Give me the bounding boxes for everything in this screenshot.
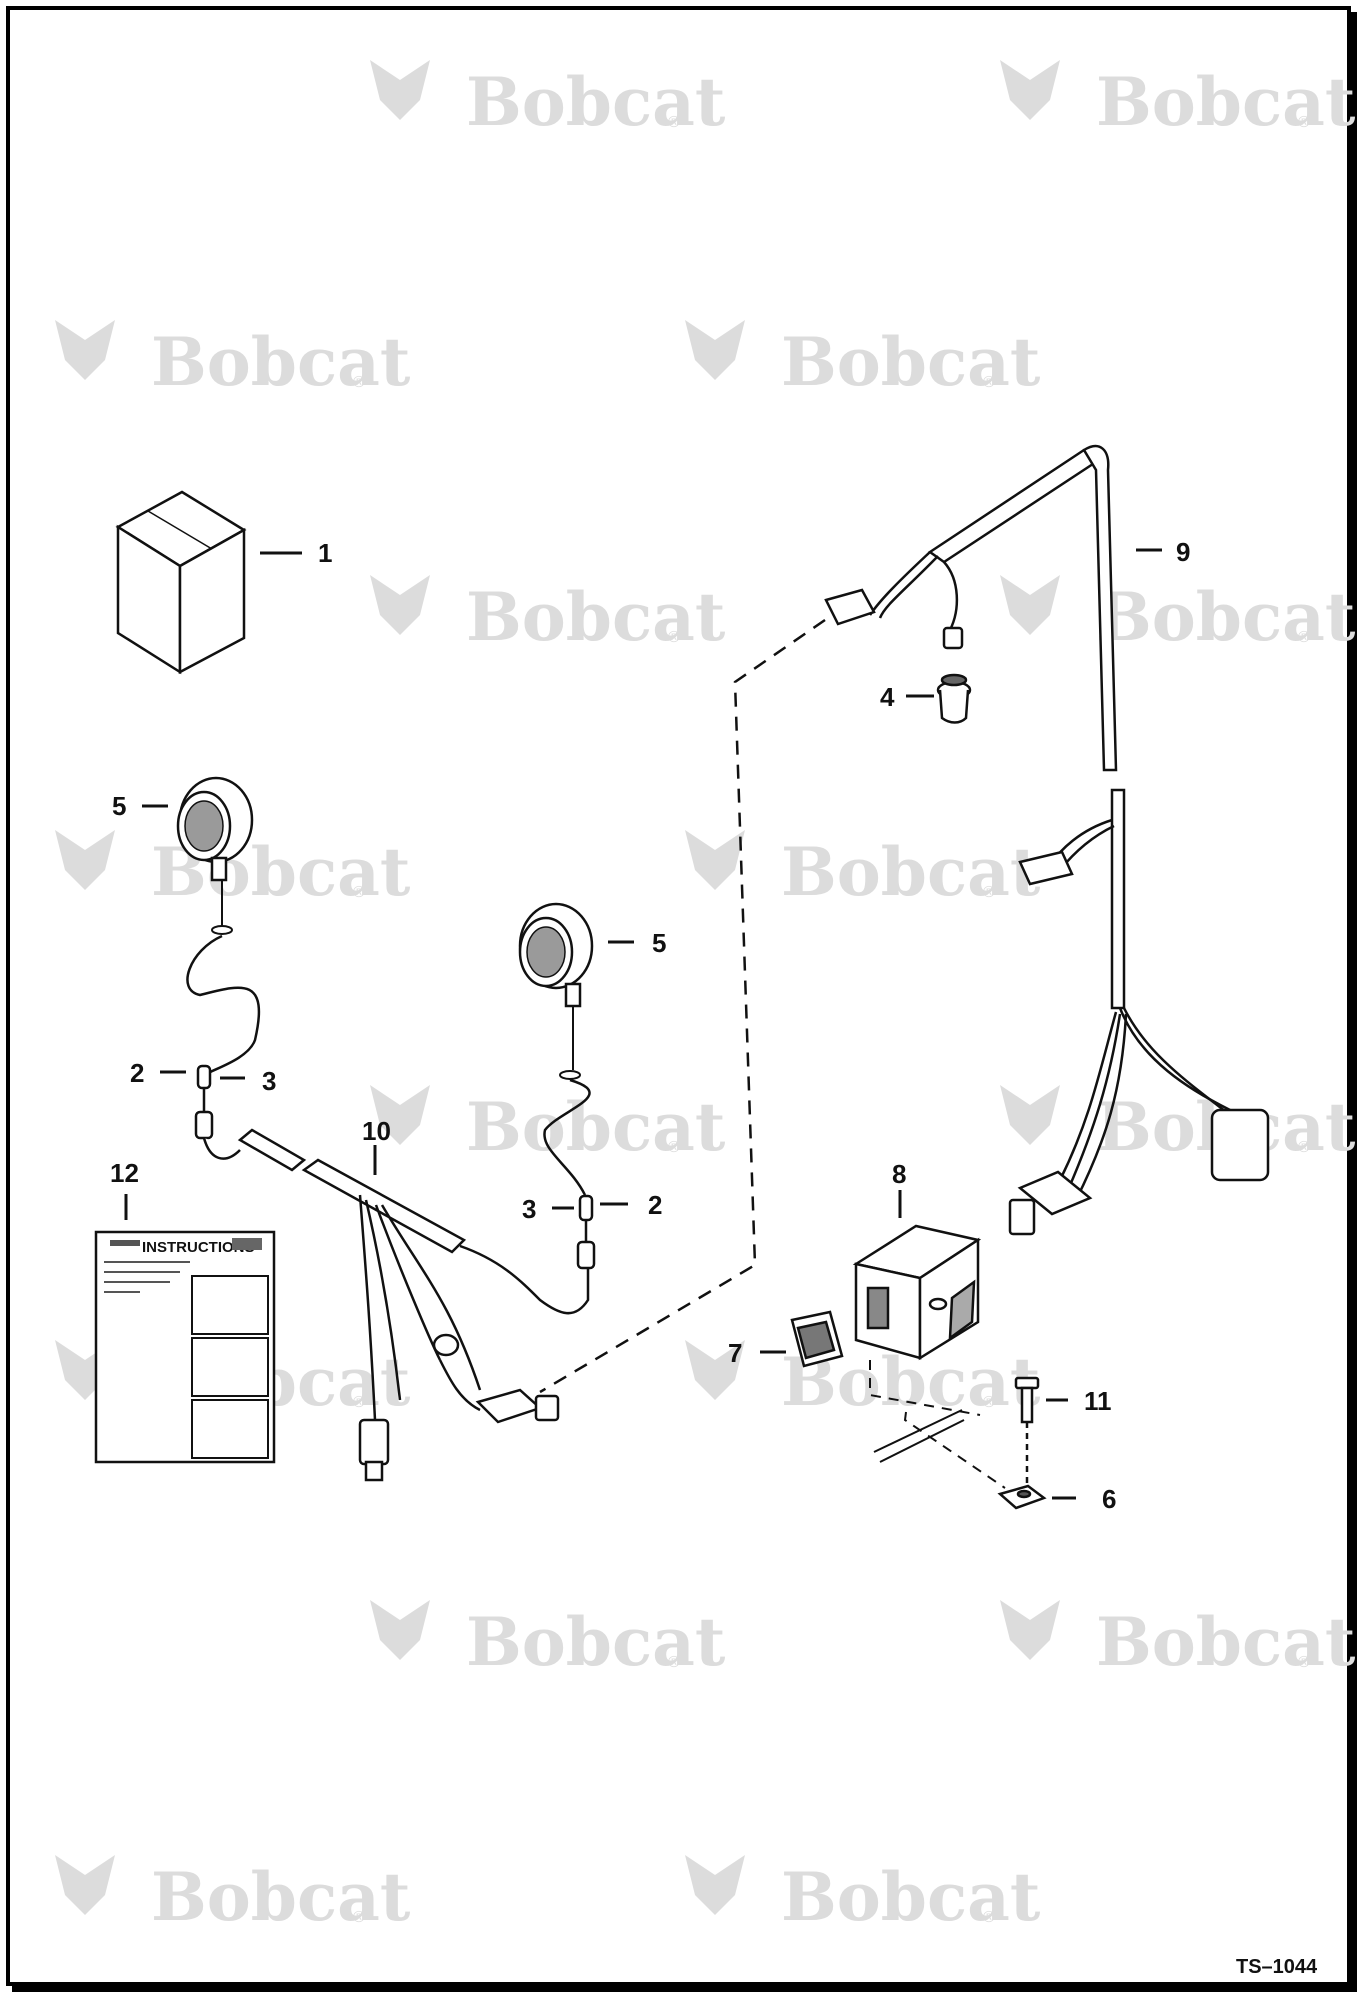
watermark-text: Bobcat [151, 1858, 411, 1936]
watermark-bobcat: Bobcat ® [685, 1855, 1041, 1936]
part-2-3-terminal-right [576, 1194, 596, 1270]
wire-left-light [186, 934, 261, 1077]
callout-5-left: 5 [112, 791, 126, 821]
watermark-reg-mark: ® [353, 884, 365, 901]
watermark-bobcat: Bobcat ® [370, 60, 726, 141]
bobcat-logo-icon [55, 830, 115, 890]
callout-3-left: 3 [262, 1066, 276, 1096]
watermark-text: Bobcat [151, 323, 411, 401]
bobcat-logo-icon [1000, 1600, 1060, 1660]
watermark-bobcat: Bobcat ® [370, 575, 726, 656]
part-7-rocker-switch [790, 1310, 844, 1368]
watermark-reg-mark: ® [1298, 1139, 1310, 1156]
bobcat-logo-icon [370, 1600, 430, 1660]
watermark-text: Bobcat [466, 1603, 726, 1681]
watermark-reg-mark: ® [668, 629, 680, 646]
bobcat-logo-icon [685, 1855, 745, 1915]
watermark-reg-mark: ® [983, 884, 995, 901]
bobcat-logo-icon [370, 1085, 430, 1145]
bobcat-logo-icon [685, 1340, 745, 1400]
callout-6: 6 [1102, 1484, 1116, 1514]
bobcat-logo-icon [685, 830, 745, 890]
watermark-text: Bobcat [1096, 63, 1356, 141]
part-2-3-terminal-left [194, 1064, 214, 1140]
callout-4: 4 [880, 682, 895, 712]
watermark-reg-mark: ® [1298, 629, 1310, 646]
part-9-main-harness [824, 444, 1270, 1236]
part-8-switch-bracket [852, 1224, 982, 1361]
watermark-reg-mark: ® [353, 1394, 365, 1411]
part-10-light-harness [202, 1128, 590, 1482]
callout-11: 11 [1084, 1386, 1112, 1416]
callout-labels: 1 5 5 2 3 10 12 3 2 4 9 8 7 11 6 [110, 537, 1190, 1514]
bobcat-logo-icon [55, 1855, 115, 1915]
watermark-reg-mark: ® [1298, 114, 1310, 131]
part-11-bolt [1014, 1376, 1040, 1484]
callout-1: 1 [318, 538, 332, 568]
mounting-surface [873, 1409, 965, 1463]
watermark-bobcat: Bobcat ® [370, 1085, 726, 1166]
callout-8: 8 [892, 1159, 906, 1189]
watermark-text: Bobcat [466, 63, 726, 141]
bobcat-logo-icon [1000, 575, 1060, 635]
connection-dashed-line [539, 618, 826, 1394]
watermark-bobcat: Bobcat ® [1000, 1085, 1356, 1166]
watermark-layer: Bobcat ® Bobcat ® Bobcat ® Bobcat ® [55, 60, 1356, 1936]
part-5-work-light-left [176, 776, 254, 935]
watermark-text: Bobcat [1096, 578, 1356, 656]
watermark-reg-mark: ® [983, 374, 995, 391]
part-5-work-light-right [518, 902, 594, 1080]
watermark-reg-mark: ® [668, 114, 680, 131]
bobcat-logo-icon [685, 320, 745, 380]
watermark-reg-mark: ® [668, 1139, 680, 1156]
bobcat-logo-icon [1000, 60, 1060, 120]
watermark-bobcat: Bobcat ® [1000, 1600, 1356, 1681]
bobcat-logo-icon [1000, 1085, 1060, 1145]
part-6-clip-nut [997, 1484, 1047, 1510]
watermark-reg-mark: ® [1298, 1654, 1310, 1671]
watermark-text: Bobcat [781, 833, 1041, 911]
watermark-reg-mark: ® [353, 374, 365, 391]
watermark-bobcat: Bobcat ® [685, 320, 1041, 401]
bobcat-logo-icon [370, 575, 430, 635]
callout-2-right: 2 [648, 1190, 662, 1220]
callout-7: 7 [728, 1338, 742, 1368]
watermark-text: Bobcat [466, 1088, 726, 1166]
callout-5-right: 5 [652, 928, 666, 958]
drawing-reference-number: TS–1044 [1236, 1956, 1318, 1978]
bobcat-logo-icon [370, 60, 430, 120]
bobcat-logo-icon [55, 320, 115, 380]
watermark-text: Bobcat [781, 323, 1041, 401]
watermark-text: Bobcat [466, 578, 726, 656]
callout-3-right: 3 [522, 1194, 536, 1224]
watermark-bobcat: Bobcat ® [1000, 60, 1356, 141]
watermark-bobcat: Bobcat ® [55, 320, 411, 401]
part-1-kit-box [115, 490, 247, 675]
watermark-bobcat: Bobcat ® [685, 830, 1041, 911]
watermark-text: Bobcat [1096, 1603, 1356, 1681]
instruction-sheet-title: INSTRUCTIONS [142, 1239, 255, 1256]
watermark-bobcat: Bobcat ® [370, 1600, 726, 1681]
drawing-frame [6, 6, 1351, 1986]
connection-dashed-line [903, 1411, 1006, 1489]
callout-2-left: 2 [130, 1058, 144, 1088]
part-4-holder [936, 673, 972, 724]
watermark-reg-mark: ® [983, 1909, 995, 1926]
callout-12: 12 [110, 1158, 139, 1188]
watermark-reg-mark: ® [983, 1394, 995, 1411]
watermark-reg-mark: ® [353, 1909, 365, 1926]
callout-9: 9 [1176, 537, 1190, 567]
watermark-bobcat: Bobcat ® [1000, 575, 1356, 656]
part-12-instruction-sheet: INSTRUCTIONS [94, 1230, 276, 1464]
watermark-bobcat: Bobcat ® [55, 1855, 411, 1936]
watermark-text: Bobcat [781, 1858, 1041, 1936]
watermark-reg-mark: ® [668, 1654, 680, 1671]
callout-10: 10 [362, 1116, 391, 1146]
connection-dashed-line [869, 1360, 981, 1416]
wire-right-light [543, 1078, 591, 1196]
